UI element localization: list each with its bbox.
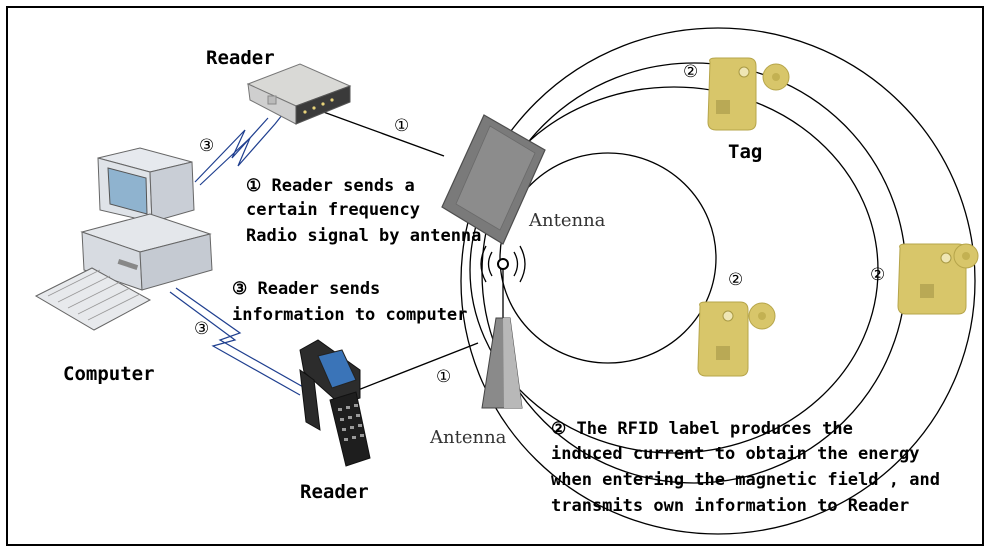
step1-line-1: ① Reader sends a <box>246 176 415 196</box>
step2-line-3: when entering the magnetic field , and <box>551 470 940 490</box>
step2-line-1: ② The RFID label produces the <box>551 419 853 439</box>
step2-text: ② The RFID label produces the induced cu… <box>551 419 940 516</box>
field-ring-middle <box>469 86 879 454</box>
antenna-tower-label: Antenna <box>429 427 507 448</box>
computer-label: Computer <box>63 363 155 385</box>
desktop-reader-icon <box>246 63 352 125</box>
step1-line-3: Radio signal by antenna <box>246 226 481 246</box>
wireless-links <box>169 104 306 396</box>
step1-text: ① Reader sends a certain frequency Radio… <box>246 176 481 246</box>
wireless-link-top-b <box>199 104 291 186</box>
marker-three-top: ③ <box>199 136 214 156</box>
tag-image-middle <box>697 301 776 377</box>
computer-icon <box>34 147 213 331</box>
wireless-link-bottom-b <box>175 287 306 389</box>
panel-antenna-icon <box>441 114 546 245</box>
handheld-to-antenna-line <box>357 342 479 391</box>
marker-one-top: ① <box>394 116 409 136</box>
tag-label: Tag <box>728 141 762 163</box>
marker-two-right: ② <box>870 265 885 285</box>
step3-line-1: ③ Reader sends <box>232 279 380 299</box>
step2-line-2: induced current to obtain the energy <box>551 444 919 464</box>
marker-three-bottom: ③ <box>194 319 209 339</box>
step3-text: ③ Reader sends information to computer <box>232 279 467 325</box>
reader-to-antenna-line <box>317 109 445 157</box>
antenna-panel-label: Antenna <box>528 210 606 231</box>
reader-top-label: Reader <box>206 47 275 69</box>
marker-one-bottom: ① <box>436 367 451 387</box>
step3-line-2: information to computer <box>232 305 467 325</box>
field-ring-outer <box>460 27 976 535</box>
step2-line-4: transmits own information to Reader <box>551 496 909 516</box>
tower-antenna-icon <box>480 245 526 409</box>
tag-image-right <box>897 243 979 315</box>
reader-bottom-label: Reader <box>300 481 369 503</box>
diagram-border <box>6 6 984 546</box>
step1-line-2: certain frequency <box>246 200 420 220</box>
field-ring-inner <box>499 152 717 364</box>
marker-two-top: ② <box>683 62 698 82</box>
handheld-reader-icon <box>299 339 371 467</box>
marker-two-middle: ② <box>728 270 743 290</box>
connection-lines <box>317 109 504 391</box>
wireless-link-bottom-a <box>169 291 301 396</box>
tag-image-top <box>707 57 790 131</box>
